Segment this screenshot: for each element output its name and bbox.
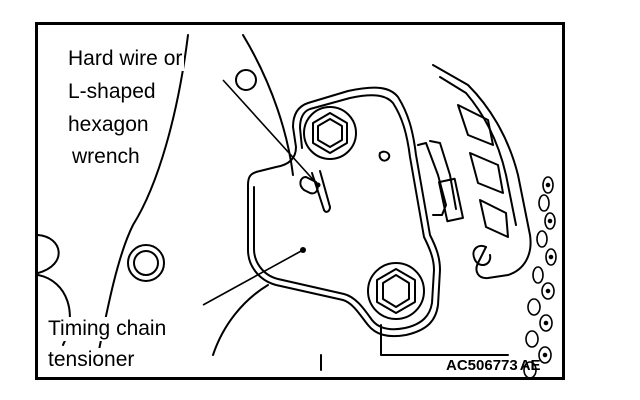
boss-upper-left	[235, 69, 257, 91]
wrench-slot	[311, 170, 331, 211]
leader-dot-tool	[315, 182, 321, 188]
diagram-frame: Hard wire or L-shaped hexagon wrench Tim…	[35, 22, 565, 380]
figure-code-number: AC506773	[446, 357, 518, 374]
label-tool-line1: Hard wire or	[66, 47, 185, 71]
lower-bolt-washer	[367, 262, 425, 320]
guide-window-3	[479, 199, 509, 238]
plunger-housing	[417, 142, 447, 216]
label-part-line1: Timing chain	[46, 317, 169, 341]
chain-guide	[432, 64, 532, 280]
figure-code-suffix: AE	[519, 357, 541, 374]
guide-window-1	[457, 104, 494, 146]
tensioner-body-inner	[253, 94, 435, 331]
casing-outline-left	[97, 34, 189, 356]
label-tool-line3: hexagon	[66, 113, 151, 137]
guide-slot-hook	[472, 244, 492, 266]
casing-outline-upper	[242, 34, 294, 176]
label-part-line2: tensioner	[46, 348, 137, 372]
lower-bolt-head	[376, 268, 416, 314]
boss-lower-left-inner	[133, 250, 159, 276]
engine-illustration	[38, 34, 557, 377]
upper-bolt-washer	[303, 106, 357, 160]
label-tool-line4: wrench	[70, 145, 142, 169]
leader-bracket	[380, 324, 509, 356]
casing-outline-inner	[212, 284, 269, 356]
leader-line-tensioner	[202, 249, 304, 306]
upper-bolt-head	[312, 112, 348, 154]
alignment-mark	[378, 150, 391, 162]
label-tool-line2: L-shaped	[66, 80, 158, 104]
leader-line-tool	[222, 79, 319, 186]
boss-lower-left	[127, 244, 165, 282]
guide-window-2	[469, 152, 504, 194]
timing-chain	[523, 176, 557, 377]
tensioner-body	[247, 86, 441, 338]
leader-dot-tensioner	[300, 247, 306, 253]
left-edge-arc	[38, 234, 60, 274]
plunger-bracket	[438, 177, 464, 223]
